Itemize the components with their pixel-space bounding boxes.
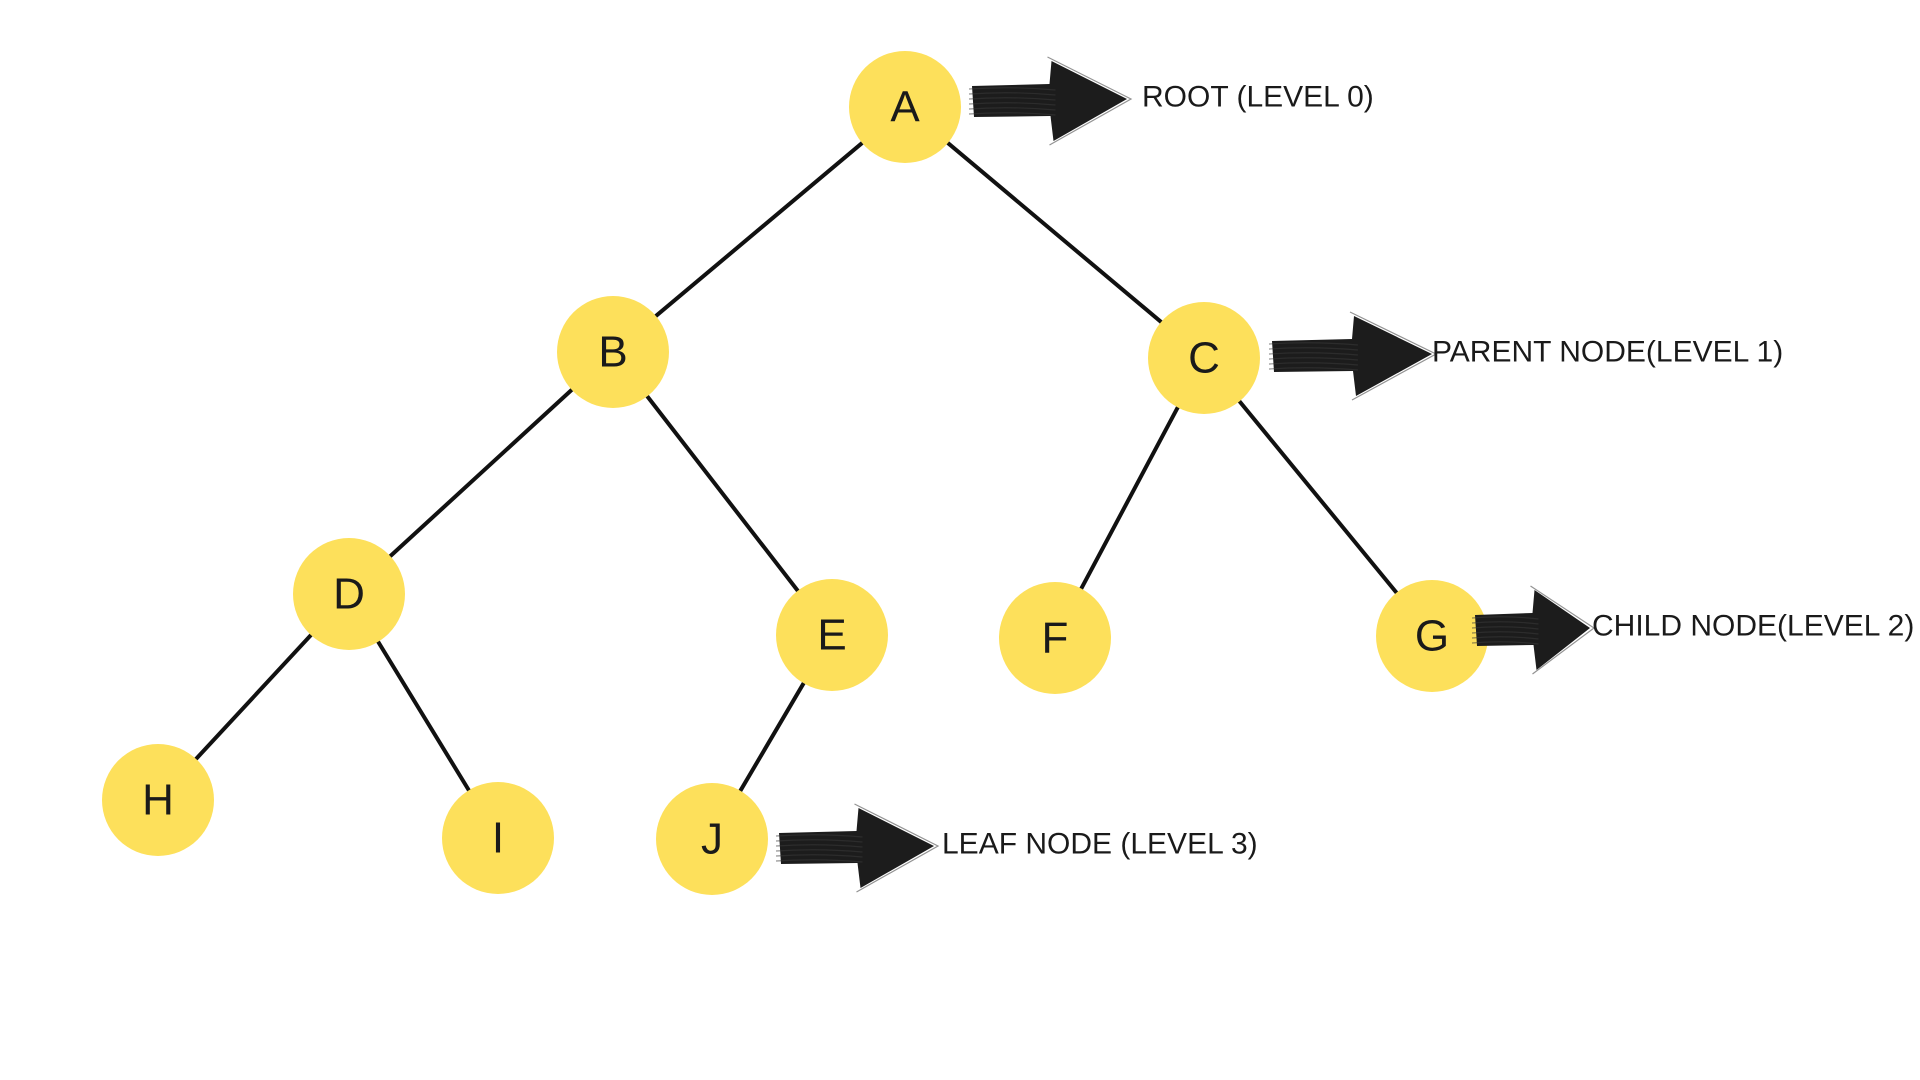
tree-node-j: J	[656, 783, 768, 895]
node-circle	[557, 296, 669, 408]
node-circle	[999, 582, 1111, 694]
edge-c-g	[1234, 396, 1402, 598]
node-label: A	[890, 83, 920, 132]
hand-drawn-arrow-icon	[1268, 311, 1438, 401]
annotation-j: LEAF NODE (LEVEL 3)	[775, 803, 1258, 893]
node-circle	[776, 579, 888, 691]
edge-e-j	[736, 677, 808, 797]
annotation-label: PARENT NODE(LEVEL 1)	[1432, 336, 1783, 369]
tree-node-d: D	[293, 538, 405, 650]
node-circle	[1148, 302, 1260, 414]
hand-drawn-arrow-icon	[1471, 585, 1596, 675]
tree-node-i: I	[442, 782, 554, 894]
annotation-label: CHILD NODE(LEVEL 2)	[1592, 610, 1914, 643]
annotations-layer: ROOT (LEVEL 0) PARENT NODE(LEVEL 1) CHILD …	[775, 56, 1914, 893]
hand-drawn-arrow-icon	[775, 803, 940, 893]
node-label: F	[1042, 614, 1069, 663]
annotation-a: ROOT (LEVEL 0)	[968, 56, 1374, 146]
tree-node-e: E	[776, 579, 888, 691]
tree-node-b: B	[557, 296, 669, 408]
nodes-layer: A B C D E F G H I J	[102, 51, 1488, 895]
node-circle	[102, 744, 214, 856]
edge-a-b	[650, 138, 868, 321]
node-circle	[656, 783, 768, 895]
tree-node-g: G	[1376, 580, 1488, 692]
annotation-label: ROOT (LEVEL 0)	[1142, 81, 1374, 114]
edge-a-c	[942, 138, 1167, 327]
node-circle	[293, 538, 405, 650]
edge-c-f	[1077, 401, 1182, 595]
hand-drawn-arrow-icon	[968, 56, 1133, 146]
node-label: J	[701, 815, 723, 864]
node-label: C	[1188, 334, 1220, 383]
node-label: D	[333, 570, 365, 619]
node-label: E	[817, 611, 846, 660]
node-circle	[849, 51, 961, 163]
edge-d-h	[191, 630, 316, 764]
node-label: G	[1415, 612, 1449, 661]
annotation-label: LEAF NODE (LEVEL 3)	[942, 828, 1258, 861]
node-label: B	[598, 328, 627, 377]
tree-node-h: H	[102, 744, 214, 856]
tree-node-a: A	[849, 51, 961, 163]
node-label: H	[142, 776, 174, 825]
tree-node-f: F	[999, 582, 1111, 694]
annotation-c: PARENT NODE(LEVEL 1)	[1268, 311, 1783, 401]
edges-layer	[191, 138, 1402, 797]
annotation-g: CHILD NODE(LEVEL 2)	[1471, 585, 1914, 675]
edge-b-e	[642, 391, 803, 596]
tree-node-c: C	[1148, 302, 1260, 414]
node-circle	[1376, 580, 1488, 692]
node-circle	[442, 782, 554, 894]
node-label: I	[492, 814, 504, 863]
edge-d-i	[374, 636, 473, 796]
edge-b-d	[385, 385, 577, 561]
